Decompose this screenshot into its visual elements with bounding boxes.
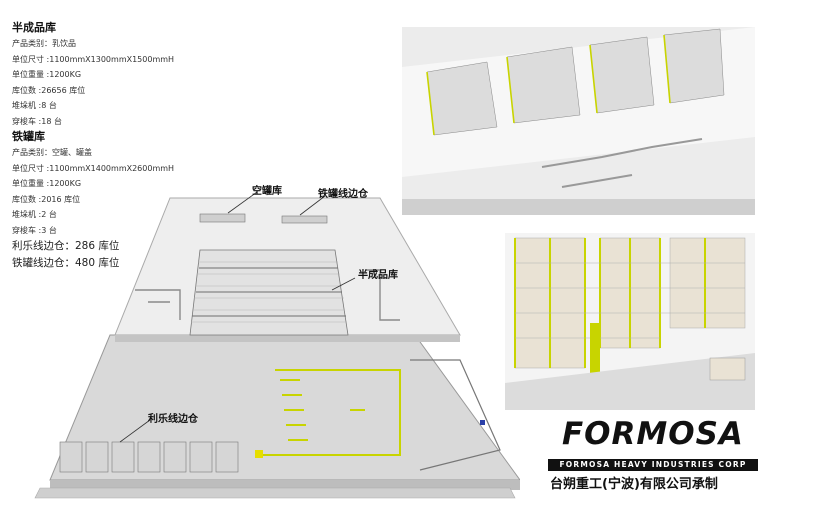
- callout-tin-line: 铁罐线边仓: [318, 189, 368, 200]
- stacker-closeup-render: [505, 233, 755, 410]
- tin-spec-line: 产品类别：空罐、罐盖: [12, 148, 92, 157]
- line-side-tin: 铁罐线边仓：480 库位: [12, 257, 120, 269]
- rack-rows-render: [402, 27, 755, 215]
- corp-name-bar: FORMOSA HEAVY INDUSTRIES CORP: [548, 459, 758, 471]
- callout-tetra-line: 利乐线边仓: [148, 414, 198, 425]
- line-side-tetra: 利乐线边仓：286 库位: [12, 240, 120, 252]
- tin-spec-line: 库位数 :2016 库位: [12, 194, 81, 204]
- lower-conveyors: [255, 369, 401, 456]
- formosa-logo: FORMOSA: [562, 416, 744, 452]
- semi-spec-line: 产品类别：乳饮品: [12, 39, 76, 48]
- semi-spec-line: 单位重量 :1200KG: [12, 70, 82, 79]
- semi-finished-rack-block: [189, 249, 349, 336]
- semi-spec-line: 单位尺寸 :1100mmX1300mmX1500mmH: [12, 54, 175, 64]
- tin-spec-line: 单位尺寸 :1100mmX1400mmX2600mmH: [12, 163, 175, 173]
- semi-finished-title: 半成品库: [12, 21, 56, 34]
- semi-spec-line: 堆垛机 :8 台: [12, 101, 57, 110]
- upper-conveyors: [135, 269, 400, 321]
- empty-can-rack: [199, 213, 246, 223]
- semi-spec-line: 穿梭车 :18 台: [12, 116, 62, 126]
- company-chinese-name: 台朔重工(宁波)有限公司承制: [550, 477, 718, 492]
- brand-block: FORMOSA FORMOSA HEAVY INDUSTRIES CORP 台朔…: [548, 410, 758, 500]
- tin-can-title: 铁罐库: [12, 130, 45, 143]
- tin-spec-line: 穿梭车 :3 台: [12, 225, 57, 235]
- tin-spec-line: 堆垛机 :2 台: [12, 210, 57, 219]
- spec-panel: 半成品库 产品类别：乳饮品 单位尺寸 :1100mmX1300mmX1500mm…: [12, 20, 232, 272]
- semi-spec-line: 库位数 :26656 库位: [12, 85, 86, 95]
- tin-spec-line: 单位重量 :1200KG: [12, 179, 82, 188]
- tetra-line-racks: [59, 441, 239, 473]
- warehouse-layout-render: [34, 191, 520, 499]
- callout-empty-can: 空罐库: [252, 186, 282, 197]
- tin-line-rack: [281, 215, 328, 224]
- callout-semi-finished: 半成品库: [358, 270, 398, 281]
